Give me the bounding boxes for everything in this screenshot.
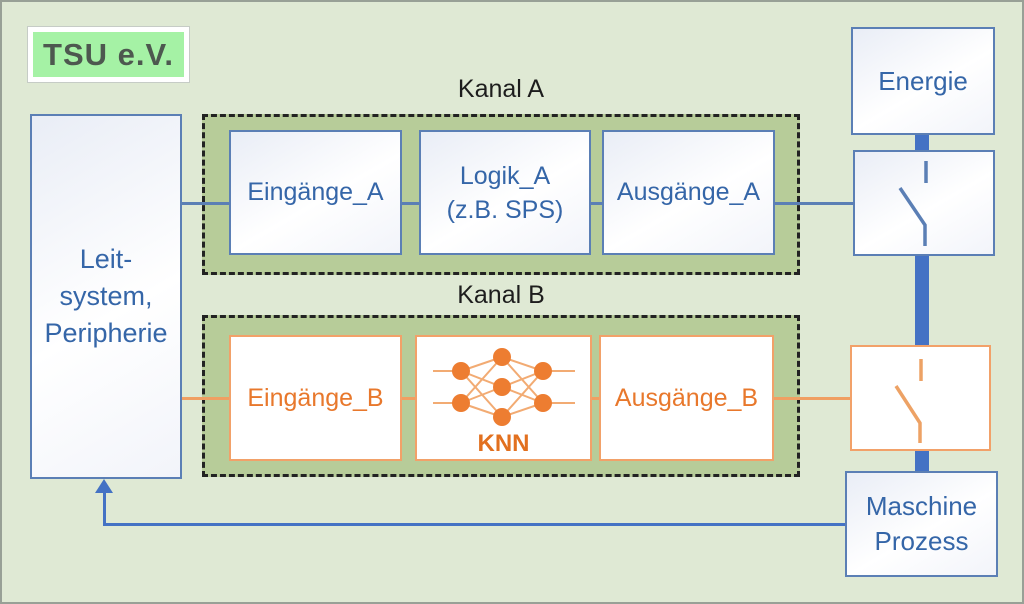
tsu-logo-text: TSU e.V. <box>33 32 184 77</box>
connector-logik-ausgaenge-a <box>591 202 602 205</box>
tsu-logo: TSU e.V. <box>27 26 190 83</box>
switch-b-box <box>850 345 991 451</box>
logik-a-box: Logik_A (z.B. SPS) <box>419 130 591 255</box>
ausgaenge-b-label: Ausgänge_B <box>614 383 759 412</box>
kanal-b-title: Kanal B <box>457 281 545 309</box>
energie-box: Energie <box>851 27 995 135</box>
ausgaenge-b-box: Ausgänge_B <box>599 335 774 461</box>
connector-knn-ausgaenge-b <box>592 397 599 400</box>
logik-a-label-line2: (z.B. SPS) <box>446 195 564 224</box>
kanal-a-title: Kanal A <box>457 75 545 103</box>
power-line-switch-b-maschine <box>915 449 929 473</box>
power-line-switch-a-switch-b <box>915 254 929 347</box>
connector-eingaenge-knn <box>402 397 415 400</box>
logik-a-label-line1: Logik_A <box>459 161 551 190</box>
connector-ausgaenge-b-switch <box>774 397 850 400</box>
feedback-line-horizontal <box>103 523 845 526</box>
eingaenge-b-box: Eingänge_B <box>229 335 402 461</box>
open-switch-icon <box>894 359 923 443</box>
connector-ausgaenge-a-switch <box>775 202 853 205</box>
neural-network-icon <box>432 347 575 426</box>
feedback-line-vertical <box>103 492 106 526</box>
feedback-arrowhead-icon <box>95 479 113 493</box>
energie-label: Energie <box>878 65 968 96</box>
ausgaenge-a-label: Ausgänge_A <box>616 178 761 206</box>
switch-a-box <box>853 150 995 256</box>
leitsystem-line1: Leit- <box>79 244 133 274</box>
maschine-label-line2: Prozess <box>874 526 969 556</box>
eingaenge-a-label: Eingänge_A <box>247 178 384 206</box>
connector-leitsystem-eingaenge-b <box>182 397 229 400</box>
connector-eingaenge-logik-a <box>402 202 419 205</box>
ausgaenge-a-box: Ausgänge_A <box>602 130 775 255</box>
power-line-energie-switch-a <box>915 133 929 152</box>
leitsystem-box: Leit- system, Peripherie <box>30 114 182 479</box>
maschine-prozess-box: Maschine Prozess <box>845 471 998 577</box>
knn-box: KNN <box>415 335 592 461</box>
connector-leitsystem-eingaenge-a <box>182 202 229 205</box>
eingaenge-a-box: Eingänge_A <box>229 130 402 255</box>
knn-label: KNN <box>477 429 530 457</box>
maschine-label-line1: Maschine <box>865 491 978 521</box>
leitsystem-line3: Peripherie <box>44 318 168 348</box>
eingaenge-b-label: Eingänge_B <box>247 383 384 412</box>
leitsystem-line2: system, <box>59 281 153 311</box>
open-switch-icon <box>898 161 928 246</box>
